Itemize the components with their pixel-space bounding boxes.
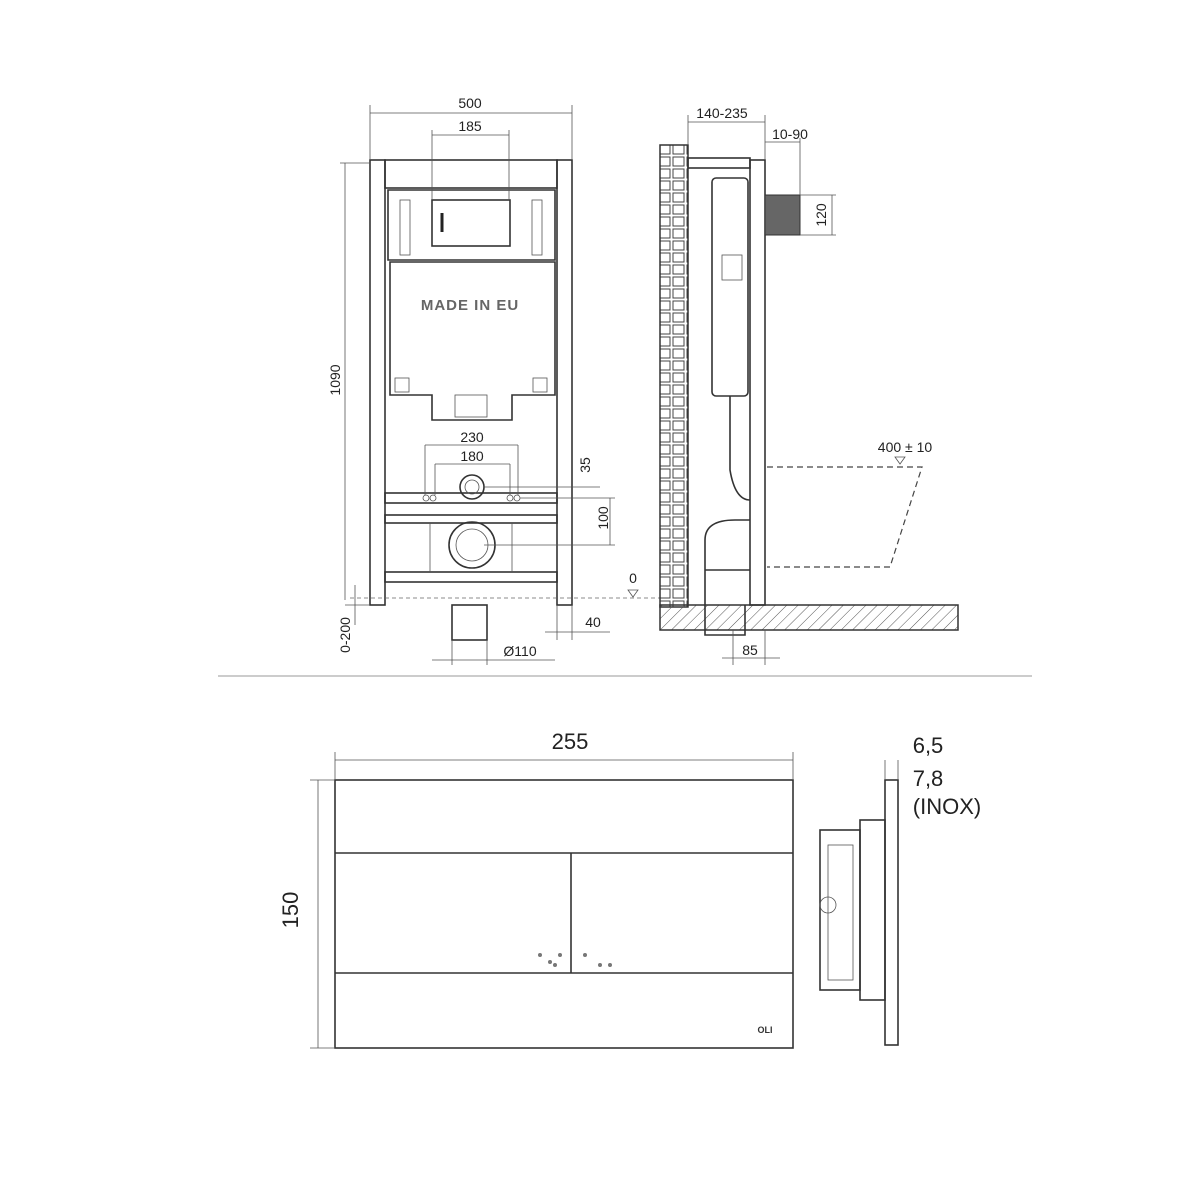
floor	[659, 604, 959, 631]
flush-plate-side: 6,5 7,8 (INOX)	[819, 733, 981, 1046]
side-cistern	[711, 177, 749, 397]
dim-pipe-diameter: Ø110	[503, 643, 536, 659]
flush-plate-front: OLI 255 150	[278, 729, 794, 1049]
brick-wall	[659, 144, 689, 608]
dim-40: 40	[585, 614, 601, 630]
dim-seat-height: 400 ± 10	[878, 439, 933, 455]
tank-top	[387, 189, 556, 261]
dim-flange-height: 120	[813, 203, 829, 227]
dim-plate-width: 255	[552, 729, 589, 754]
dim-leg-adjust: 0-200	[337, 617, 353, 653]
dim-plate-thickness: 6,5	[913, 733, 944, 758]
dim-depth: 140-235	[696, 105, 748, 121]
dim-height: 1090	[327, 364, 343, 395]
wall-flange	[764, 194, 801, 236]
dim-plate-thickness-inox: 7,8	[913, 766, 944, 791]
frame-post	[749, 159, 766, 606]
half-flush-dots	[538, 953, 562, 967]
dim-85: 85	[742, 642, 758, 658]
dim-35: 35	[577, 457, 593, 473]
inox-label: (INOX)	[913, 794, 981, 819]
flush-plate	[334, 779, 794, 1049]
tank-label: MADE IN EU	[421, 297, 519, 314]
dim-bolt-inner: 180	[460, 448, 484, 464]
drain-pipe	[451, 604, 488, 641]
top-bar	[384, 159, 558, 189]
flush-valve-housing	[431, 199, 511, 247]
dim-plate-height: 150	[278, 892, 303, 929]
side-view: 140-235 10-90 120 400 ± 10 85	[659, 105, 959, 665]
water-inlet	[459, 474, 485, 500]
dim-width-inner: 185	[458, 118, 482, 134]
left-post	[369, 159, 386, 606]
dim-offset: 10-90	[772, 126, 808, 142]
full-flush-dots	[583, 953, 612, 967]
dim-width-total: 500	[458, 95, 482, 111]
floor-zero-label: 0	[629, 570, 637, 586]
dim-bolt-outer: 230	[460, 429, 484, 445]
front-view: MADE IN EU 500 185 1090 230 180 35 100 0…	[327, 95, 660, 665]
dim-100: 100	[595, 506, 611, 530]
cistern-tank	[389, 261, 556, 421]
brand-logo: OLI	[758, 1025, 773, 1035]
toilet-bowl-outline	[767, 466, 923, 568]
right-post	[556, 159, 573, 606]
